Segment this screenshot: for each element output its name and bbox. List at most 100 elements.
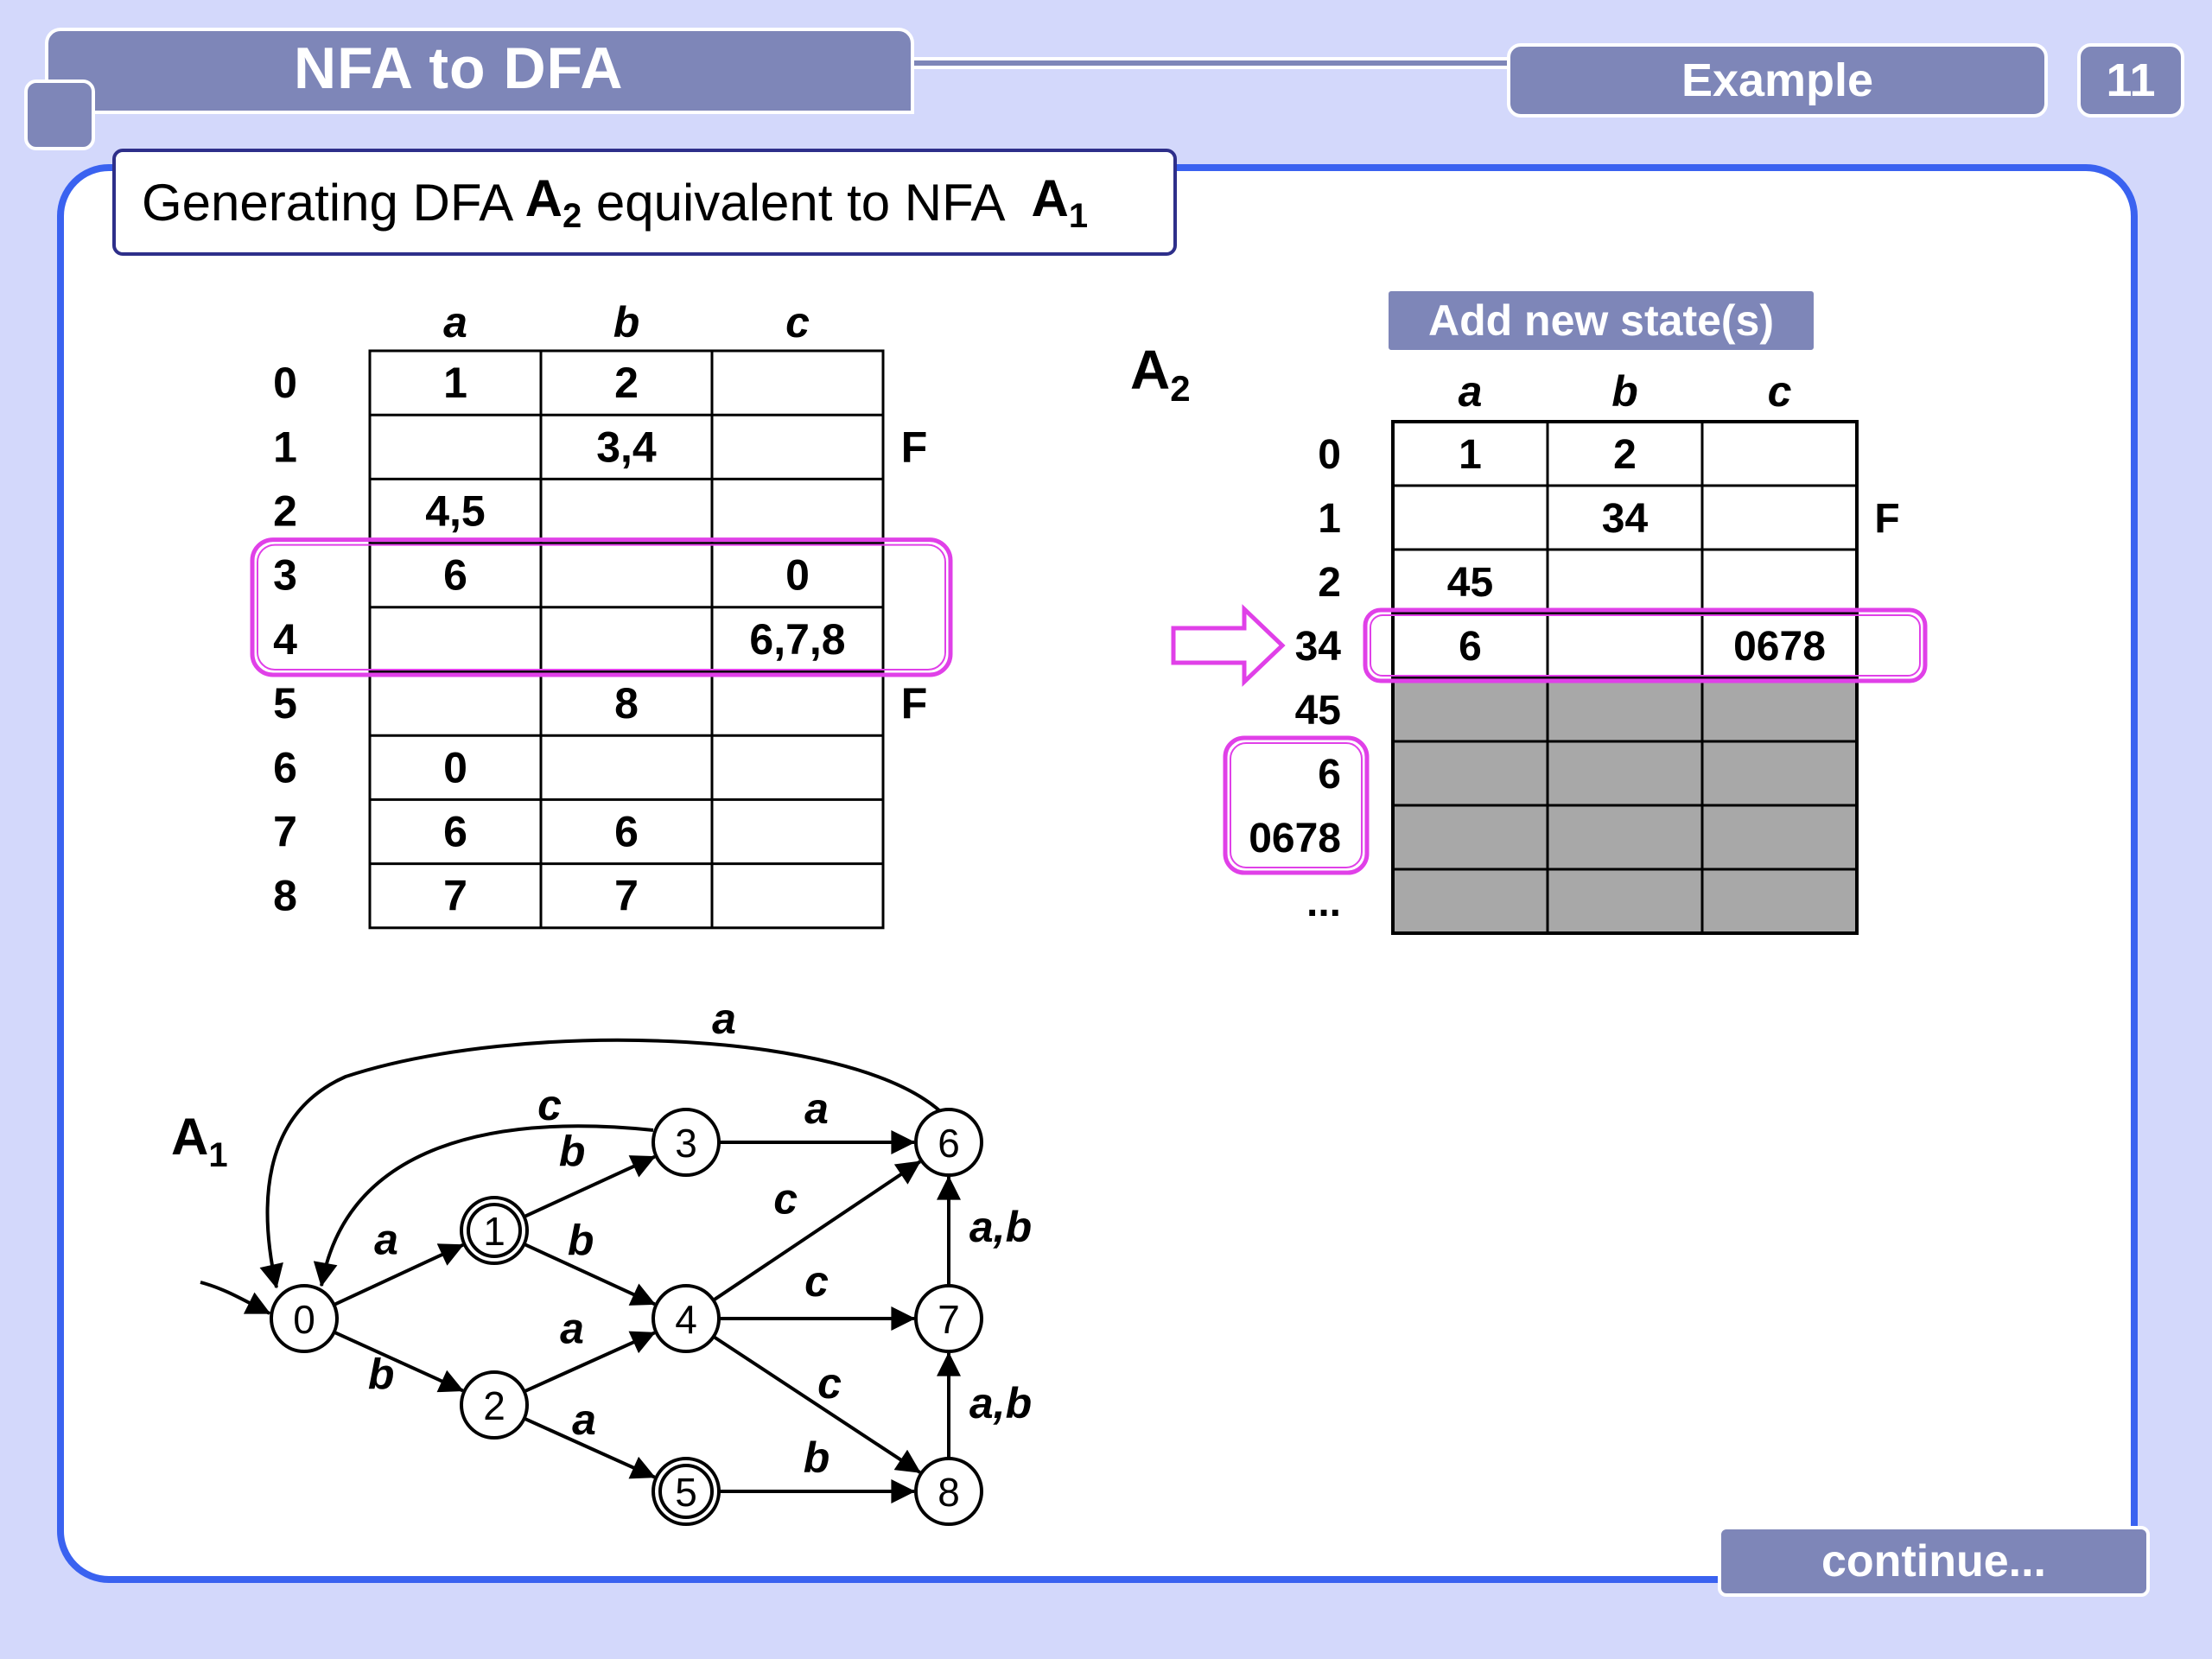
nfa-state-label: 3: [273, 551, 297, 600]
nfa-cell: 4,5: [425, 487, 486, 536]
nfa-cell: 7: [443, 872, 467, 920]
transition-label: c: [804, 1257, 829, 1306]
nfa-state-label: 5: [273, 679, 297, 728]
nfa-state-label: 4: [675, 1297, 697, 1342]
page-number: 11: [2077, 43, 2184, 118]
dfa-cell-value: 6: [1459, 624, 1482, 670]
dfa-label: A2: [1130, 339, 1191, 409]
nfa-cell: 0: [443, 743, 467, 791]
nfa-cell: 6: [443, 808, 467, 856]
transition-label: a,b: [969, 1203, 1032, 1251]
transition-arrow: [259, 1038, 942, 1289]
dfa-cell-value: 2: [1613, 432, 1637, 478]
dfa-cell: [1700, 420, 1859, 487]
dfa-cell: [1391, 484, 1549, 551]
nfa-cell: 8: [614, 679, 639, 728]
dfa-cell: [1546, 484, 1704, 551]
nfa-state: [652, 1108, 721, 1177]
dfa-name: A2: [524, 169, 582, 235]
subtitle-mid: equivalent to NFA: [582, 173, 1032, 232]
nfa-name: A1: [1031, 169, 1089, 235]
nfa-state: [652, 1457, 721, 1526]
transition-label: a: [560, 1304, 584, 1352]
nfa-cell: 2: [614, 359, 639, 407]
dfa-col-header: b: [1611, 367, 1638, 416]
nfa-state-label: 4: [273, 615, 297, 664]
nfa-state-label: 2: [273, 487, 297, 536]
add-new-states-button[interactable]: Add new state(s): [1386, 289, 1816, 353]
nfa-state-label: 1: [483, 1209, 505, 1254]
dfa-state-label: 0678: [1249, 816, 1341, 861]
section-tab[interactable]: Example: [1507, 43, 2048, 118]
header-rule: [912, 57, 1517, 69]
dfa-cell: [1700, 548, 1859, 615]
dfa-pending-cell: [1391, 804, 1549, 871]
transition-label: a: [712, 995, 736, 1043]
nfa-cell: 0: [785, 551, 810, 600]
transition-arrow: [712, 1335, 921, 1474]
dfa-state-label: 34: [1295, 624, 1342, 670]
transition-label: c: [537, 1081, 562, 1129]
dfa-pending-cell: [1391, 676, 1549, 743]
continue-button[interactable]: continue...: [1718, 1526, 2150, 1597]
nfa-state: [914, 1457, 983, 1526]
nfa-state-label: 7: [938, 1297, 960, 1342]
dfa-state-label: 0: [1318, 432, 1341, 478]
nfa-state: [652, 1284, 721, 1353]
nfa-col-header: c: [785, 298, 810, 346]
nfa-state: [914, 1284, 983, 1353]
dfa-pending-cell: [1546, 740, 1704, 807]
nfa-state-label: 0: [273, 359, 297, 407]
subtitle-pre: Generating DFA: [142, 173, 525, 232]
transition-arrow: [333, 1330, 464, 1393]
nfa-state-label: 8: [938, 1470, 960, 1515]
dfa-state-label: 1: [1318, 496, 1341, 542]
dfa-cell-value: 45: [1447, 560, 1493, 606]
dfa-cell: [1391, 612, 1549, 679]
dfa-state-label: ...: [1306, 880, 1341, 925]
dfa-pending-cell: [1546, 804, 1704, 871]
transition-label: a: [804, 1084, 829, 1133]
transition-arrow: [523, 1331, 656, 1394]
nfa-state-label: 8: [273, 872, 297, 920]
nfa-col-header: b: [613, 298, 640, 346]
nfa-cell: 3,4: [596, 423, 657, 471]
nfa-state-label: 0: [293, 1297, 315, 1342]
final-state-ring: [658, 1464, 714, 1519]
new-states-highlight: [1223, 735, 1370, 875]
current-row-arrow-icon: [1171, 604, 1286, 687]
dfa-cell-value: 34: [1602, 496, 1649, 542]
dfa-table-border: [1391, 420, 1859, 935]
nfa-table-border: [368, 349, 885, 930]
nfa-col-header: a: [443, 298, 467, 346]
dfa-cell: [1700, 484, 1859, 551]
transition-label: c: [773, 1175, 798, 1224]
transition-label: a: [374, 1215, 398, 1263]
nfa-cell: 6,7,8: [749, 615, 845, 664]
dfa-state-label: 45: [1295, 688, 1341, 734]
transition-label: b: [804, 1433, 830, 1482]
dfa-cell-value: 0678: [1733, 624, 1826, 670]
dfa-pending-cell: [1700, 868, 1859, 935]
transition-arrow: [523, 1243, 656, 1306]
transition-arrow: [523, 1154, 656, 1218]
dfa-pending-cell: [1546, 868, 1704, 935]
dfa-pending-cell: [1700, 804, 1859, 871]
dfa-cell: [1546, 612, 1704, 679]
start-arrow-icon: [200, 1281, 271, 1315]
dfa-current-row-inner: [1370, 614, 1921, 677]
nfa-state-label: 2: [483, 1383, 505, 1428]
transition-label: b: [559, 1127, 586, 1175]
dfa-final-marker: F: [1874, 496, 1899, 542]
dfa-cell: [1546, 548, 1704, 615]
dfa-pending-cell: [1391, 868, 1549, 935]
transition-arrow: [712, 1160, 921, 1302]
nfa-cell: 1: [443, 359, 467, 407]
nfa-highlight-inner: [257, 543, 946, 671]
nfa-state-label: 7: [273, 808, 297, 856]
transition-arrow: [333, 1243, 464, 1306]
